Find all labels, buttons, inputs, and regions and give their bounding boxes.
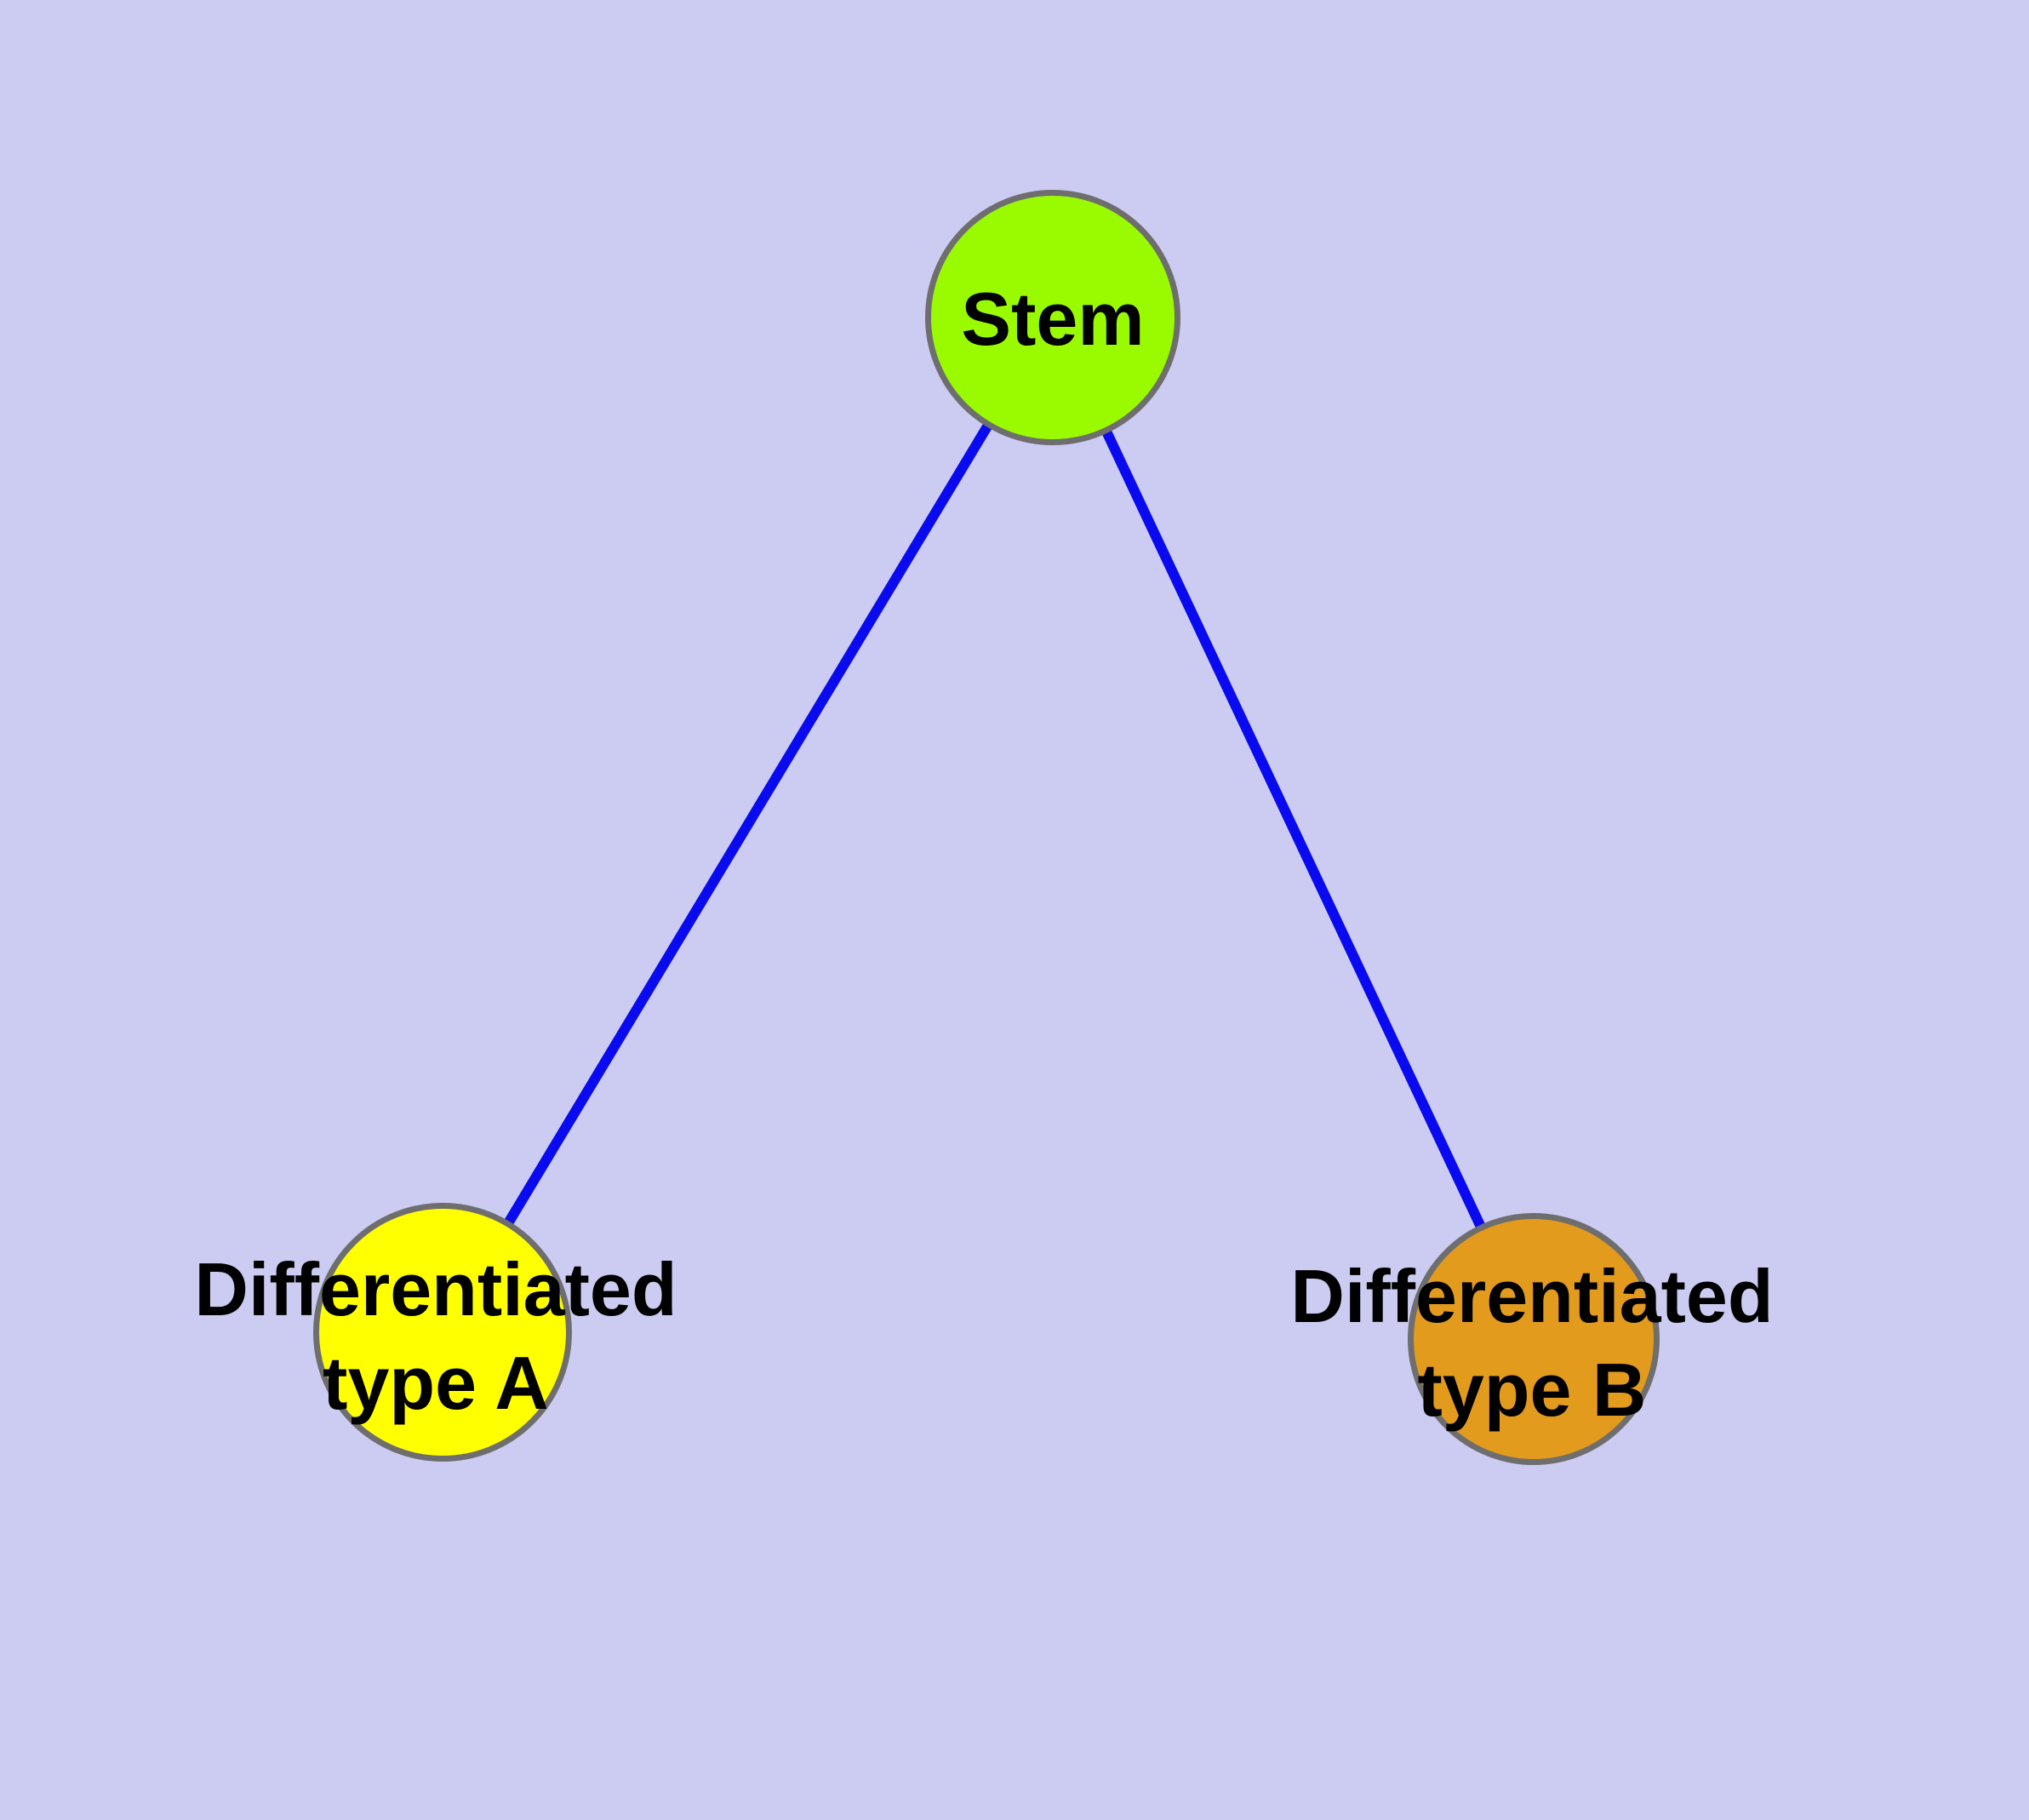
edge-stem-to-type-b xyxy=(1048,315,1539,1342)
node-differentiated-type-b xyxy=(1408,1213,1660,1465)
edge-stem-to-type-a xyxy=(437,314,1058,1336)
node-label-stem: Stem xyxy=(961,277,1145,361)
node-label-differentiated-type-a: Differentiated type A xyxy=(194,1247,677,1425)
node-differentiated-type-a xyxy=(313,1203,572,1462)
node-stem xyxy=(925,190,1180,445)
node-label-differentiated-type-b: Differentiated type B xyxy=(1290,1254,1774,1432)
